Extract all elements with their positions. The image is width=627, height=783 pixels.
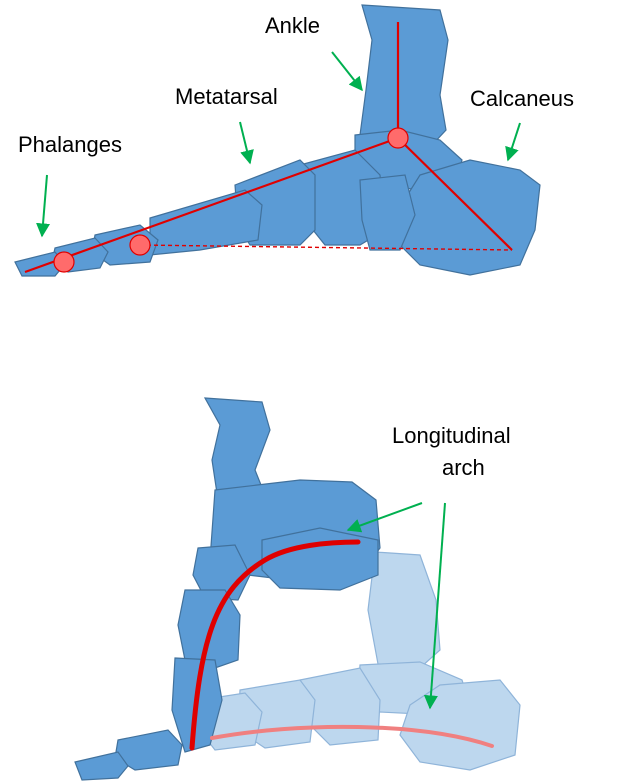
base-line	[139, 244, 513, 251]
tibia-bone	[359, 4, 449, 146]
metatarsal-arrow	[239, 121, 254, 165]
dark-calcaneus-bone	[261, 527, 379, 591]
phalanges-label: Phalanges	[18, 132, 122, 157]
arch-label: arch	[442, 455, 485, 480]
metatarsal-joint	[129, 234, 151, 256]
label-arrows-top	[36, 51, 521, 238]
ankle-arrow	[331, 51, 363, 92]
foot-bones-dark	[74, 397, 381, 781]
calcaneus-arrow	[505, 122, 521, 162]
longitudinal-label: Longitudinal	[392, 423, 511, 448]
phalanx-joint	[53, 251, 75, 273]
phalanges-arrow	[36, 174, 51, 238]
foot-bones-light	[197, 551, 521, 771]
lever-lines	[24, 22, 513, 274]
foot-bones-top	[14, 4, 541, 277]
metatarsal-label: Metatarsal	[175, 84, 278, 109]
arch-arrow-1	[346, 502, 423, 533]
joints	[53, 127, 409, 273]
bottom-foot-diagram: Longitudinal arch	[74, 397, 521, 781]
lowered-arch-curve	[210, 724, 494, 748]
calcaneus-label: Calcaneus	[470, 86, 574, 111]
heel-lever-line	[397, 137, 513, 251]
arch-arrow-2	[423, 502, 446, 710]
label-arrows-bottom	[346, 502, 446, 710]
top-foot-diagram: Ankle Metatarsal Calcaneus Phalanges	[14, 4, 574, 277]
ankle-label: Ankle	[265, 13, 320, 38]
cuboid-bone	[359, 174, 416, 251]
ankle-joint	[387, 127, 409, 149]
raised-arch-curve	[189, 539, 361, 751]
dark-phalanx-bone-2	[74, 751, 129, 781]
forefoot-lever-line	[24, 136, 399, 274]
light-tibia-bone	[367, 551, 441, 669]
calcaneus-bone	[397, 159, 541, 276]
